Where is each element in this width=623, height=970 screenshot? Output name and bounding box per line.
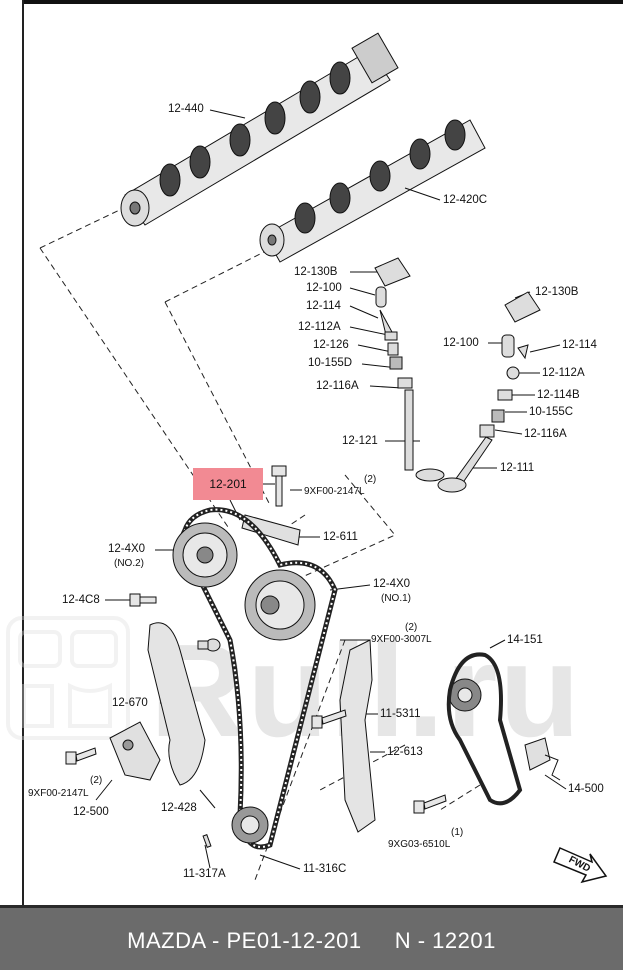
label-12-111: 12-111 <box>500 462 535 474</box>
woodruff-key <box>202 834 212 848</box>
cam-sprocket-no1 <box>244 569 316 641</box>
exhaust-camshaft <box>120 32 399 227</box>
label-12-121: 12-121 <box>342 435 378 447</box>
footer-brand: MAZDA <box>127 928 206 953</box>
label-12-670: 12-670 <box>112 697 148 709</box>
label-qty-2-b: (2) <box>405 622 418 633</box>
highlighted-part-box[interactable]: 12-201 <box>193 468 263 500</box>
tensioner-arm <box>147 622 206 786</box>
label-no2: (NO.2) <box>114 558 144 569</box>
label-qty-1: (1) <box>451 827 464 838</box>
bolt-9xf00-3007l <box>311 709 347 729</box>
bolt-9xg03-6510l <box>413 794 447 814</box>
label-12-613: 12-613 <box>387 746 423 758</box>
label-12-100-a: 12-100 <box>306 282 342 294</box>
timing-chain-diagram <box>39 32 608 884</box>
label-14-151: 14-151 <box>507 634 543 646</box>
label-9xf00-2147l-b: 9XF00-2147L <box>28 788 89 799</box>
chain-tensioner <box>109 721 161 781</box>
bolt-top <box>271 465 287 507</box>
label-no1: (NO.1) <box>381 593 411 604</box>
footer-bar: MAZDA - PE01-12-201 N - 12201 <box>0 905 623 970</box>
label-9xf00-2147l-a: 9XF00-2147L <box>304 486 365 497</box>
label-12-114b: 12-114B <box>537 389 580 401</box>
label-11-316c: 11-316C <box>303 863 347 875</box>
left-frame-border <box>22 0 24 905</box>
label-12-4x0-a: 12-4X0 <box>108 543 146 555</box>
chain-guide-12-613 <box>339 639 376 833</box>
label-9xf00-3007l: 9XF00-3007L <box>371 634 432 645</box>
label-10-155d: 10-155D <box>308 357 353 369</box>
label-9xg03-6510l: 9XG03-6510L <box>388 839 451 850</box>
highlighted-part-label: 12-201 <box>209 477 247 491</box>
label-12-611: 12-611 <box>323 531 358 543</box>
footer-part-info: MAZDA - PE01-12-201 N - 12201 <box>0 928 623 954</box>
label-11-317a: 11-317A <box>183 868 226 880</box>
intake-camshaft <box>259 119 486 263</box>
label-12-440: 12-440 <box>168 103 204 115</box>
timing-chain-inner <box>179 508 337 848</box>
label-14-500: 14-500 <box>568 783 604 795</box>
label-12-112a-b: 12-112A <box>542 367 585 379</box>
label-12-112a-a: 12-112A <box>298 321 341 333</box>
top-frame-border <box>22 0 623 4</box>
label-qty-2-c: (2) <box>90 775 103 786</box>
label-12-428: 12-428 <box>161 802 197 814</box>
pivot-bolt <box>197 638 221 652</box>
label-12-130b-a: 12-130B <box>294 266 338 278</box>
upper-chain-guide <box>241 514 301 546</box>
label-12-130b-b: 12-130B <box>535 286 579 298</box>
label-11-5311: 11-5311 <box>380 708 421 720</box>
bolt-lower-left <box>65 747 97 765</box>
oil-pump-tensioner <box>524 737 561 781</box>
label-12-114-a: 12-114 <box>306 300 341 312</box>
footer-short-number: N - 12201 <box>394 928 496 953</box>
watermark-logo <box>6 616 130 740</box>
footer-separator: - <box>205 928 227 953</box>
label-12-4x0-b: 12-4X0 <box>373 578 411 590</box>
label-12-100-b: 12-100 <box>443 337 479 349</box>
forward-arrow-icon <box>553 847 608 884</box>
valve-train-left <box>374 257 445 482</box>
cam-sprocket-no2 <box>172 522 238 588</box>
footer-part-number: PE01-12-201 <box>226 928 362 953</box>
label-12-4c8: 12-4C8 <box>62 594 100 606</box>
dashed-guide-lines <box>39 204 481 881</box>
label-12-420c: 12-420C <box>443 194 488 206</box>
footer-gap <box>362 928 395 953</box>
label-12-126: 12-126 <box>313 339 349 351</box>
crank-sprocket <box>231 806 269 844</box>
label-10-155c: 10-155C <box>529 406 574 418</box>
oil-pump-chain <box>446 652 523 806</box>
label-12-116a-a: 12-116A <box>316 380 359 392</box>
label-12-114-b: 12-114 <box>562 339 597 351</box>
bolt-12-4c8 <box>129 593 157 607</box>
label-qty-2-a: (2) <box>364 474 377 485</box>
label-12-500: 12-500 <box>73 806 109 818</box>
valve-train-right <box>437 291 541 493</box>
label-12-116a-b: 12-116A <box>524 428 567 440</box>
oil-pump-sprocket <box>448 678 482 712</box>
